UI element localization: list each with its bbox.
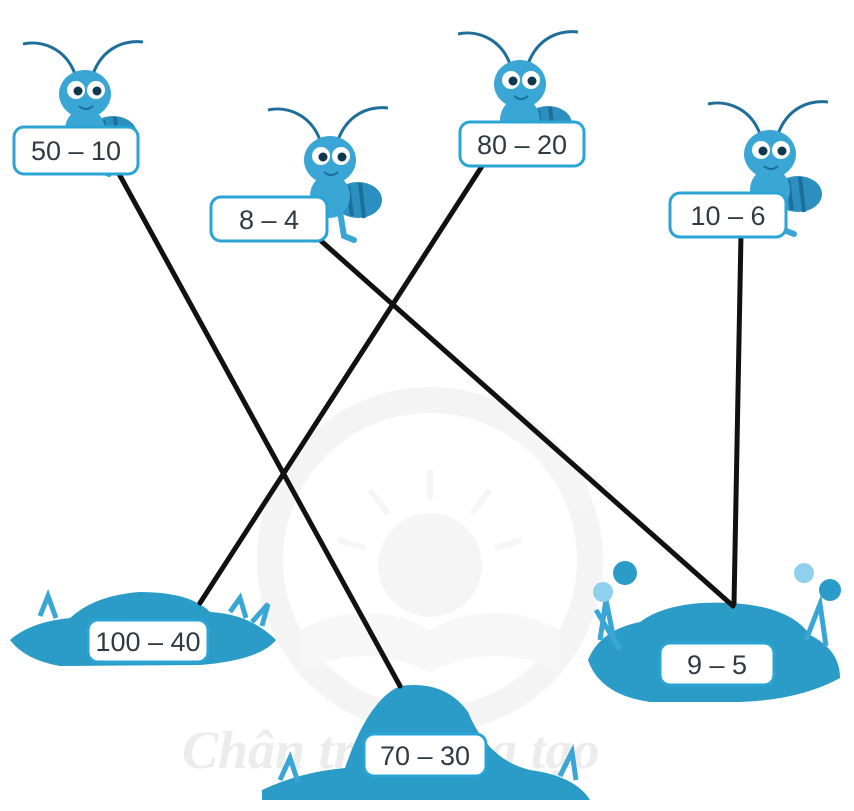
connection-line-2 xyxy=(317,237,736,609)
watermark-logo xyxy=(257,387,603,733)
anthill-expression-3: 9 – 5 xyxy=(687,650,747,680)
ant-label-3: 80 – 20 xyxy=(458,120,586,168)
ant-label-2: 8 – 4 xyxy=(209,195,329,243)
connection-line-3 xyxy=(197,157,489,606)
ant-expression-2: 8 – 4 xyxy=(239,205,299,235)
ant-expression-3: 80 – 20 xyxy=(477,130,567,160)
anthill-expression-2: 70 – 30 xyxy=(380,741,470,771)
anthill-label-2: 70 – 30 xyxy=(362,732,488,778)
anthill-expression-1: 100 – 40 xyxy=(95,627,200,657)
ant-label-1: 50 – 10 xyxy=(12,125,140,176)
ant-label-4: 10 – 6 xyxy=(668,191,788,239)
connection-line-1 xyxy=(115,169,403,689)
ant-expression-4: 10 – 6 xyxy=(690,201,765,231)
ant-expression-1: 50 – 10 xyxy=(31,136,121,166)
connection-line-4 xyxy=(731,231,744,607)
anthill-label-3: 9 – 5 xyxy=(658,641,776,687)
anthill-label-1: 100 – 40 xyxy=(86,618,210,664)
connection-lines xyxy=(115,157,744,689)
